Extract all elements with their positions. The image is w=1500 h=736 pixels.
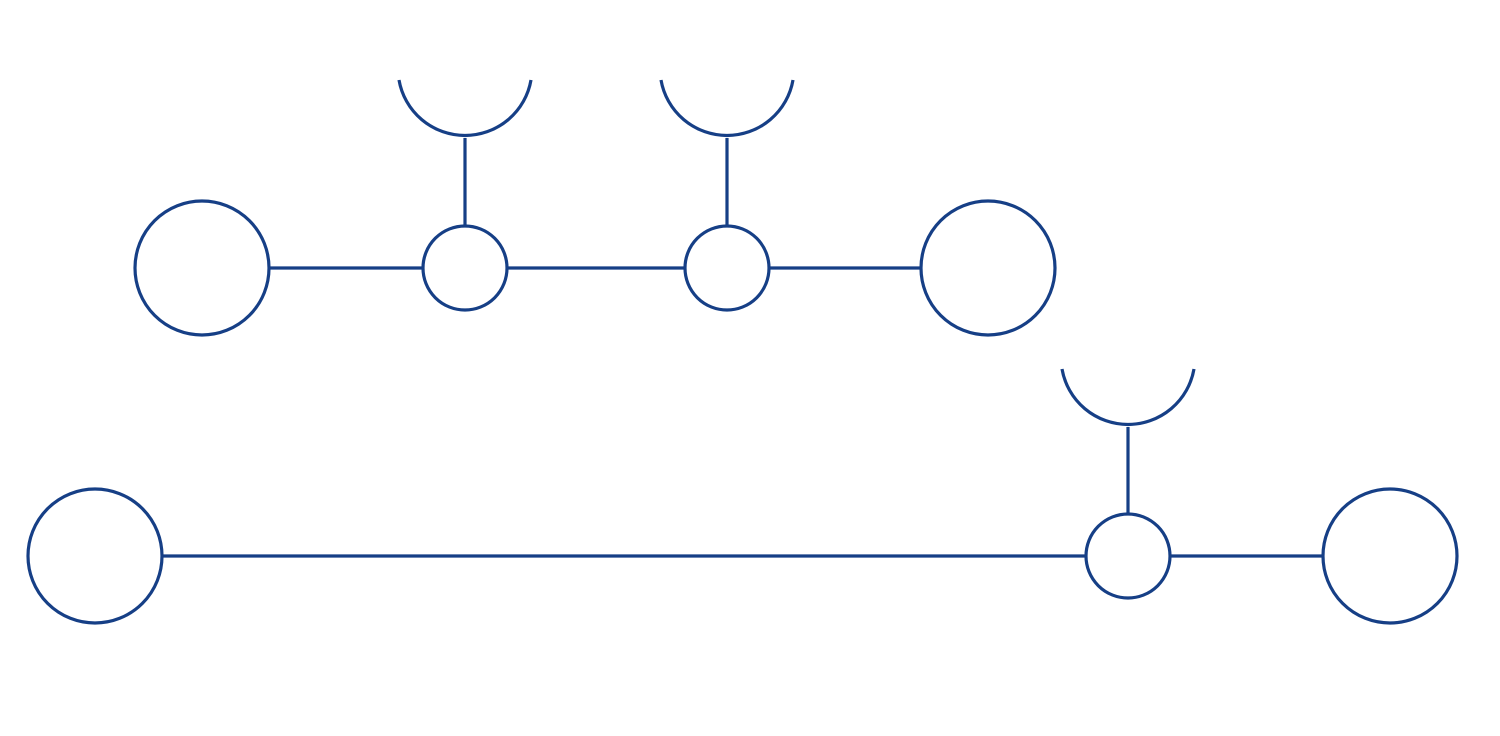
junction-circle (1084, 512, 1172, 600)
terminal-circle (26, 487, 164, 625)
row-2 (26, 368, 1459, 625)
terminal-circle (133, 199, 271, 337)
terminal-circle (1321, 487, 1459, 625)
junction-circle (683, 224, 771, 312)
socket-arc (1060, 368, 1196, 427)
terminal-circle (919, 199, 1057, 337)
socket-arc (659, 79, 795, 138)
row-1 (133, 79, 1057, 337)
socket-arc (397, 79, 533, 138)
junction-circle (421, 224, 509, 312)
